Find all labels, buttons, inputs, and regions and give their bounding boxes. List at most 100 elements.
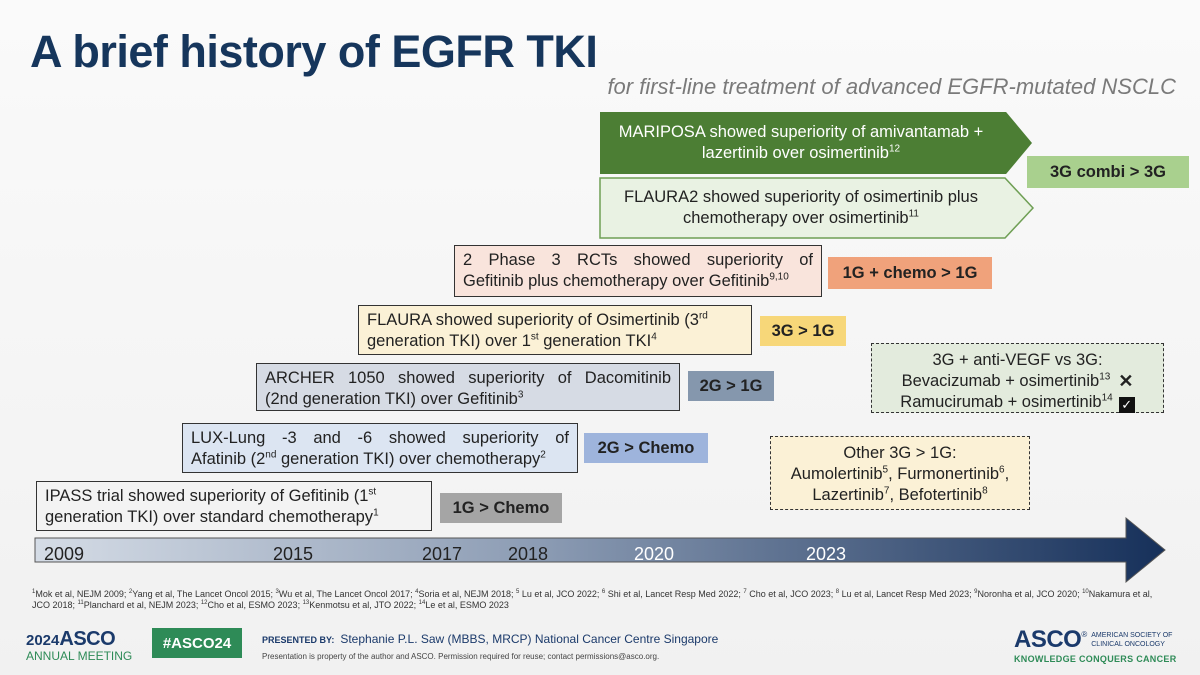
reference-text: Cho et al, ESMO 2023; [207,600,303,610]
reference-number: 12 [200,600,208,606]
reference-number: 9 [974,589,978,595]
reference-text: Planchard et al, NEJM 2023; [83,600,201,610]
page-title: A brief history of EGFR TKI [30,26,598,77]
reference-text: Soria et al, NEJM 2018; [418,589,517,599]
reference-number: 2 [128,589,133,595]
phase3-line2: Gefitinib plus chemotherapy over Gefitin… [463,272,770,290]
reference-text: Le et al, ESMO 2023 [425,600,509,610]
society-line2: CLINICAL ONCOLOGY [1091,641,1165,648]
references: 1Mok et al, NEJM 2009; 2Yang et al, The … [32,589,1172,611]
ipass-sup-st: st [368,486,377,498]
befotertinib-label: Befotertinib [898,486,983,504]
flaura-ref: 4 [651,331,657,343]
reference-text: Lu et al, Lancet Resp Med 2023; [839,589,975,599]
society-line1: AMERICAN SOCIETY OF [1091,632,1173,639]
phase3-ref: 9,10 [769,271,789,283]
reference-text: Lu et al, JCO 2022; [519,589,602,599]
meeting-year: 2024 [26,632,60,649]
ipass-line1: IPASS trial showed superiority of Gefiti… [45,487,369,505]
year-2023: 2023 [806,544,847,564]
flaura2-ref: 11 [908,208,919,220]
lux-line2-end: generation TKI) over chemotherapy [276,450,541,468]
presenter-name: Stephanie P.L. Saw (MBBS, MRCP) National… [340,632,719,646]
reference-number: 4 [415,589,419,595]
mariposa-ref: 12 [888,143,901,155]
mariposa-text: MARIPOSA showed superiority of amivantam… [618,123,984,162]
phase3-line1: 2 Phase 3 RCTs showed superiority of [463,251,813,269]
phase3-box: 2 Phase 3 RCTs showed superiority of Gef… [454,245,822,297]
annual-meeting-label: ANNUAL MEETING [26,649,133,663]
tag-2g-chemo: 2G > Chemo [584,433,708,463]
reference-text: Cho et al, JCO 2023; [746,589,836,599]
reference-number: 1 [32,589,36,595]
mariposa-box: MARIPOSA showed superiority of amivantam… [600,112,1032,174]
bevacizumab-label: Bevacizumab + osimertinib [901,372,1100,390]
flaura-line1: FLAURA showed superiority of Osimertinib… [367,310,708,331]
asco-annual-meeting-logo: 2024ASCO ANNUAL MEETING [26,628,136,663]
reference-number: 3 [275,589,279,595]
reference-number: 7 [743,589,747,595]
archer-box: ARCHER 1050 showed superiority of Dacomi… [256,363,680,411]
lux-line2-text: Afatinib (2 [191,450,266,468]
furmonertinib-ref: 6 [999,464,1005,476]
reference-number: 11 [77,600,84,606]
asco-logo-text: ASCO [1014,626,1082,653]
checkbox-checked-icon: ✓ [1118,397,1135,413]
archer-ref: 3 [517,389,524,401]
reference-number: 5 [516,589,520,595]
asco-society-logo: ASCO ® AMERICAN SOCIETY OF CLINICAL ONCO… [1014,626,1190,664]
reference-number: 14 [418,600,426,606]
archer-line1: ARCHER 1050 showed superiority of Dacomi… [265,369,671,387]
flaura-line2-end: generation TKI [538,332,652,350]
flaura-line2-text: generation TKI) over 1 [367,332,531,350]
lux-ref: 2 [540,449,546,461]
year-2015: 2015 [273,544,314,564]
tag-2g-1g: 2G > 1G [688,371,774,401]
reference-number: 10 [1082,589,1089,595]
flaura2-box: FLAURA2 showed superiority of osimertini… [600,178,1032,238]
reference-text: Shi et al, Lancet Resp Med 2022; [605,589,744,599]
lux-sup-nd: nd [265,449,277,461]
year-2020: 2020 [634,544,675,564]
reference-text: Noronha et al, JCO 2020; [977,589,1083,599]
hashtag-badge: #ASCO24 [152,628,242,658]
aumolertinib-ref: 5 [882,464,889,476]
footer: 2024ASCO ANNUAL MEETING #ASCO24 PRESENTE… [0,622,1200,675]
furmonertinib-label: Furmonertinib [897,465,1000,483]
ipass-line2: generation TKI) over standard chemothera… [45,508,374,526]
anti-vegf-heading: 3G + anti-VEGF vs 3G: [932,351,1103,369]
lux-box: LUX-Lung -3 and -6 showed superiority of… [182,423,578,473]
ipass-ref: 1 [373,507,379,519]
other-3g-box: Other 3G > 1G: Aumolertinib5, Furmonerti… [770,436,1030,510]
reference-number: 8 [835,589,840,595]
copyright-notice: Presentation is property of the author a… [262,652,660,661]
asco-wordmark: ASCO [59,628,116,650]
presenter-line: PRESENTED BY:Stephanie P.L. Saw (MBBS, M… [262,630,718,648]
flaura-line1-text: FLAURA showed superiority of Osimertinib… [367,311,699,329]
cross-icon: ✕ [1118,371,1134,391]
tag-3g-combi: 3G combi > 3G [1027,156,1189,188]
registered-mark-icon: ® [1081,630,1088,639]
lux-line1: LUX-Lung -3 and -6 showed superiority of [191,429,569,447]
other-3g-heading: Other 3G > 1G: [843,444,957,462]
ramucirumab-label: Ramucirumab + osimertinib [900,393,1102,411]
reference-text: Yang et al, The Lancet Oncol 2015; [132,589,276,599]
bevacizumab-ref: 13 [1099,371,1111,383]
reference-text: Wu et al, The Lancet Oncol 2017; [278,589,416,599]
reference-text: Mok et al, NEJM 2009; [35,589,129,599]
flaura-box: FLAURA showed superiority of Osimertinib… [358,305,752,355]
reference-text: Kenmotsu et al, JTO 2022; [309,600,419,610]
flaura2-text: FLAURA2 showed superiority of osimertini… [624,188,978,227]
tag-1g-chemo: 1G > Chemo [440,493,562,523]
lazertinib-label: Lazertinib [812,486,884,504]
year-2018: 2018 [508,544,549,564]
page-subtitle: for first-line treatment of advanced EGF… [607,74,1176,99]
asco-tagline: KNOWLEDGE CONQUERS CANCER [1014,654,1177,664]
year-2009: 2009 [44,544,85,564]
archer-line2: (2nd generation TKI) over Gefitinib [265,390,518,408]
timeline-arrow [34,516,1166,584]
flaura-sup-st: st [530,331,539,343]
ramucirumab-ref: 14 [1101,392,1113,404]
lazertinib-ref: 7 [883,485,890,497]
ipass-box: IPASS trial showed superiority of Gefiti… [36,481,432,531]
